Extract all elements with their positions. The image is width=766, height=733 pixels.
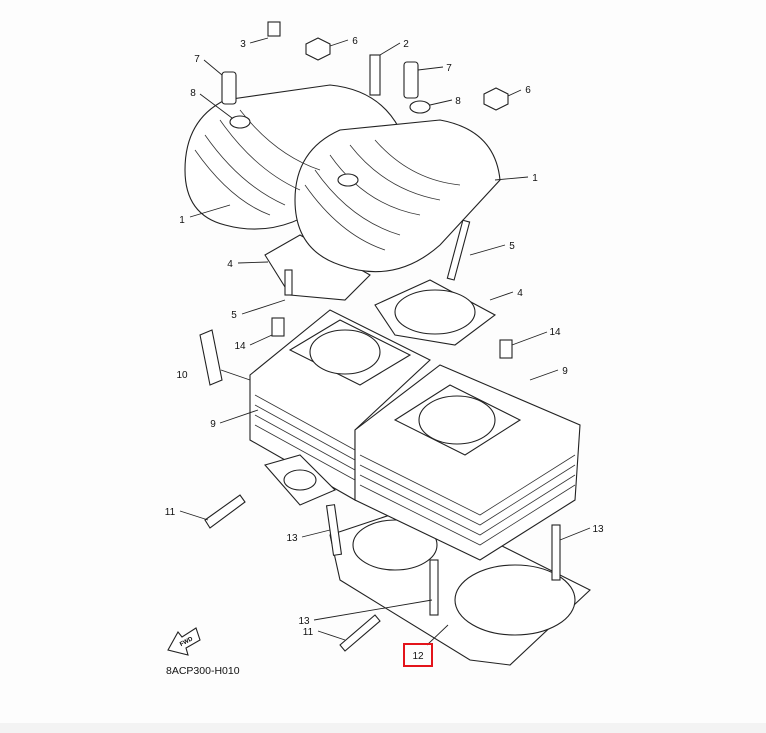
small-parts (199, 21, 561, 652)
callout-7[interactable]: 7 (446, 63, 452, 74)
leader-lines (179, 37, 591, 646)
callout-9[interactable]: 9 (562, 366, 568, 377)
cylinder-heads (184, 84, 501, 273)
callout-11[interactable]: 11 (303, 627, 314, 638)
diagram-code: 8ACP300-H010 (166, 665, 240, 677)
callout-4[interactable]: 4 (227, 259, 233, 270)
callout-6[interactable]: 6 (352, 36, 358, 47)
callout-2[interactable]: 2 (403, 39, 409, 50)
callout-8[interactable]: 8 (455, 96, 461, 107)
footer-strip (0, 723, 766, 733)
callout-14[interactable]: 14 (234, 341, 246, 352)
callout-6[interactable]: 6 (525, 85, 531, 96)
highlight-box (403, 643, 433, 667)
callout-5[interactable]: 5 (231, 310, 237, 321)
callout-12[interactable]: 12 (412, 651, 424, 662)
callout-5[interactable]: 5 (509, 241, 515, 252)
callout-1[interactable]: 1 (532, 173, 538, 184)
callout-14[interactable]: 14 (549, 327, 561, 338)
callout-13[interactable]: 13 (298, 616, 310, 627)
callout-3[interactable]: 3 (240, 39, 246, 50)
callout-7[interactable]: 7 (194, 54, 200, 65)
cylinder-block (249, 309, 581, 561)
callout-13[interactable]: 13 (592, 524, 604, 535)
callout-1[interactable]: 1 (179, 215, 185, 226)
callout-4[interactable]: 4 (517, 288, 523, 299)
callout-9[interactable]: 9 (210, 419, 216, 430)
callout-13[interactable]: 13 (286, 533, 298, 544)
base-gasket (329, 504, 591, 666)
fwd-arrow-icon: FWD (167, 627, 201, 656)
head-gaskets (264, 234, 497, 346)
callout-8[interactable]: 8 (190, 88, 196, 99)
callout-11[interactable]: 11 (165, 507, 176, 518)
callout-10[interactable]: 10 (176, 370, 188, 381)
